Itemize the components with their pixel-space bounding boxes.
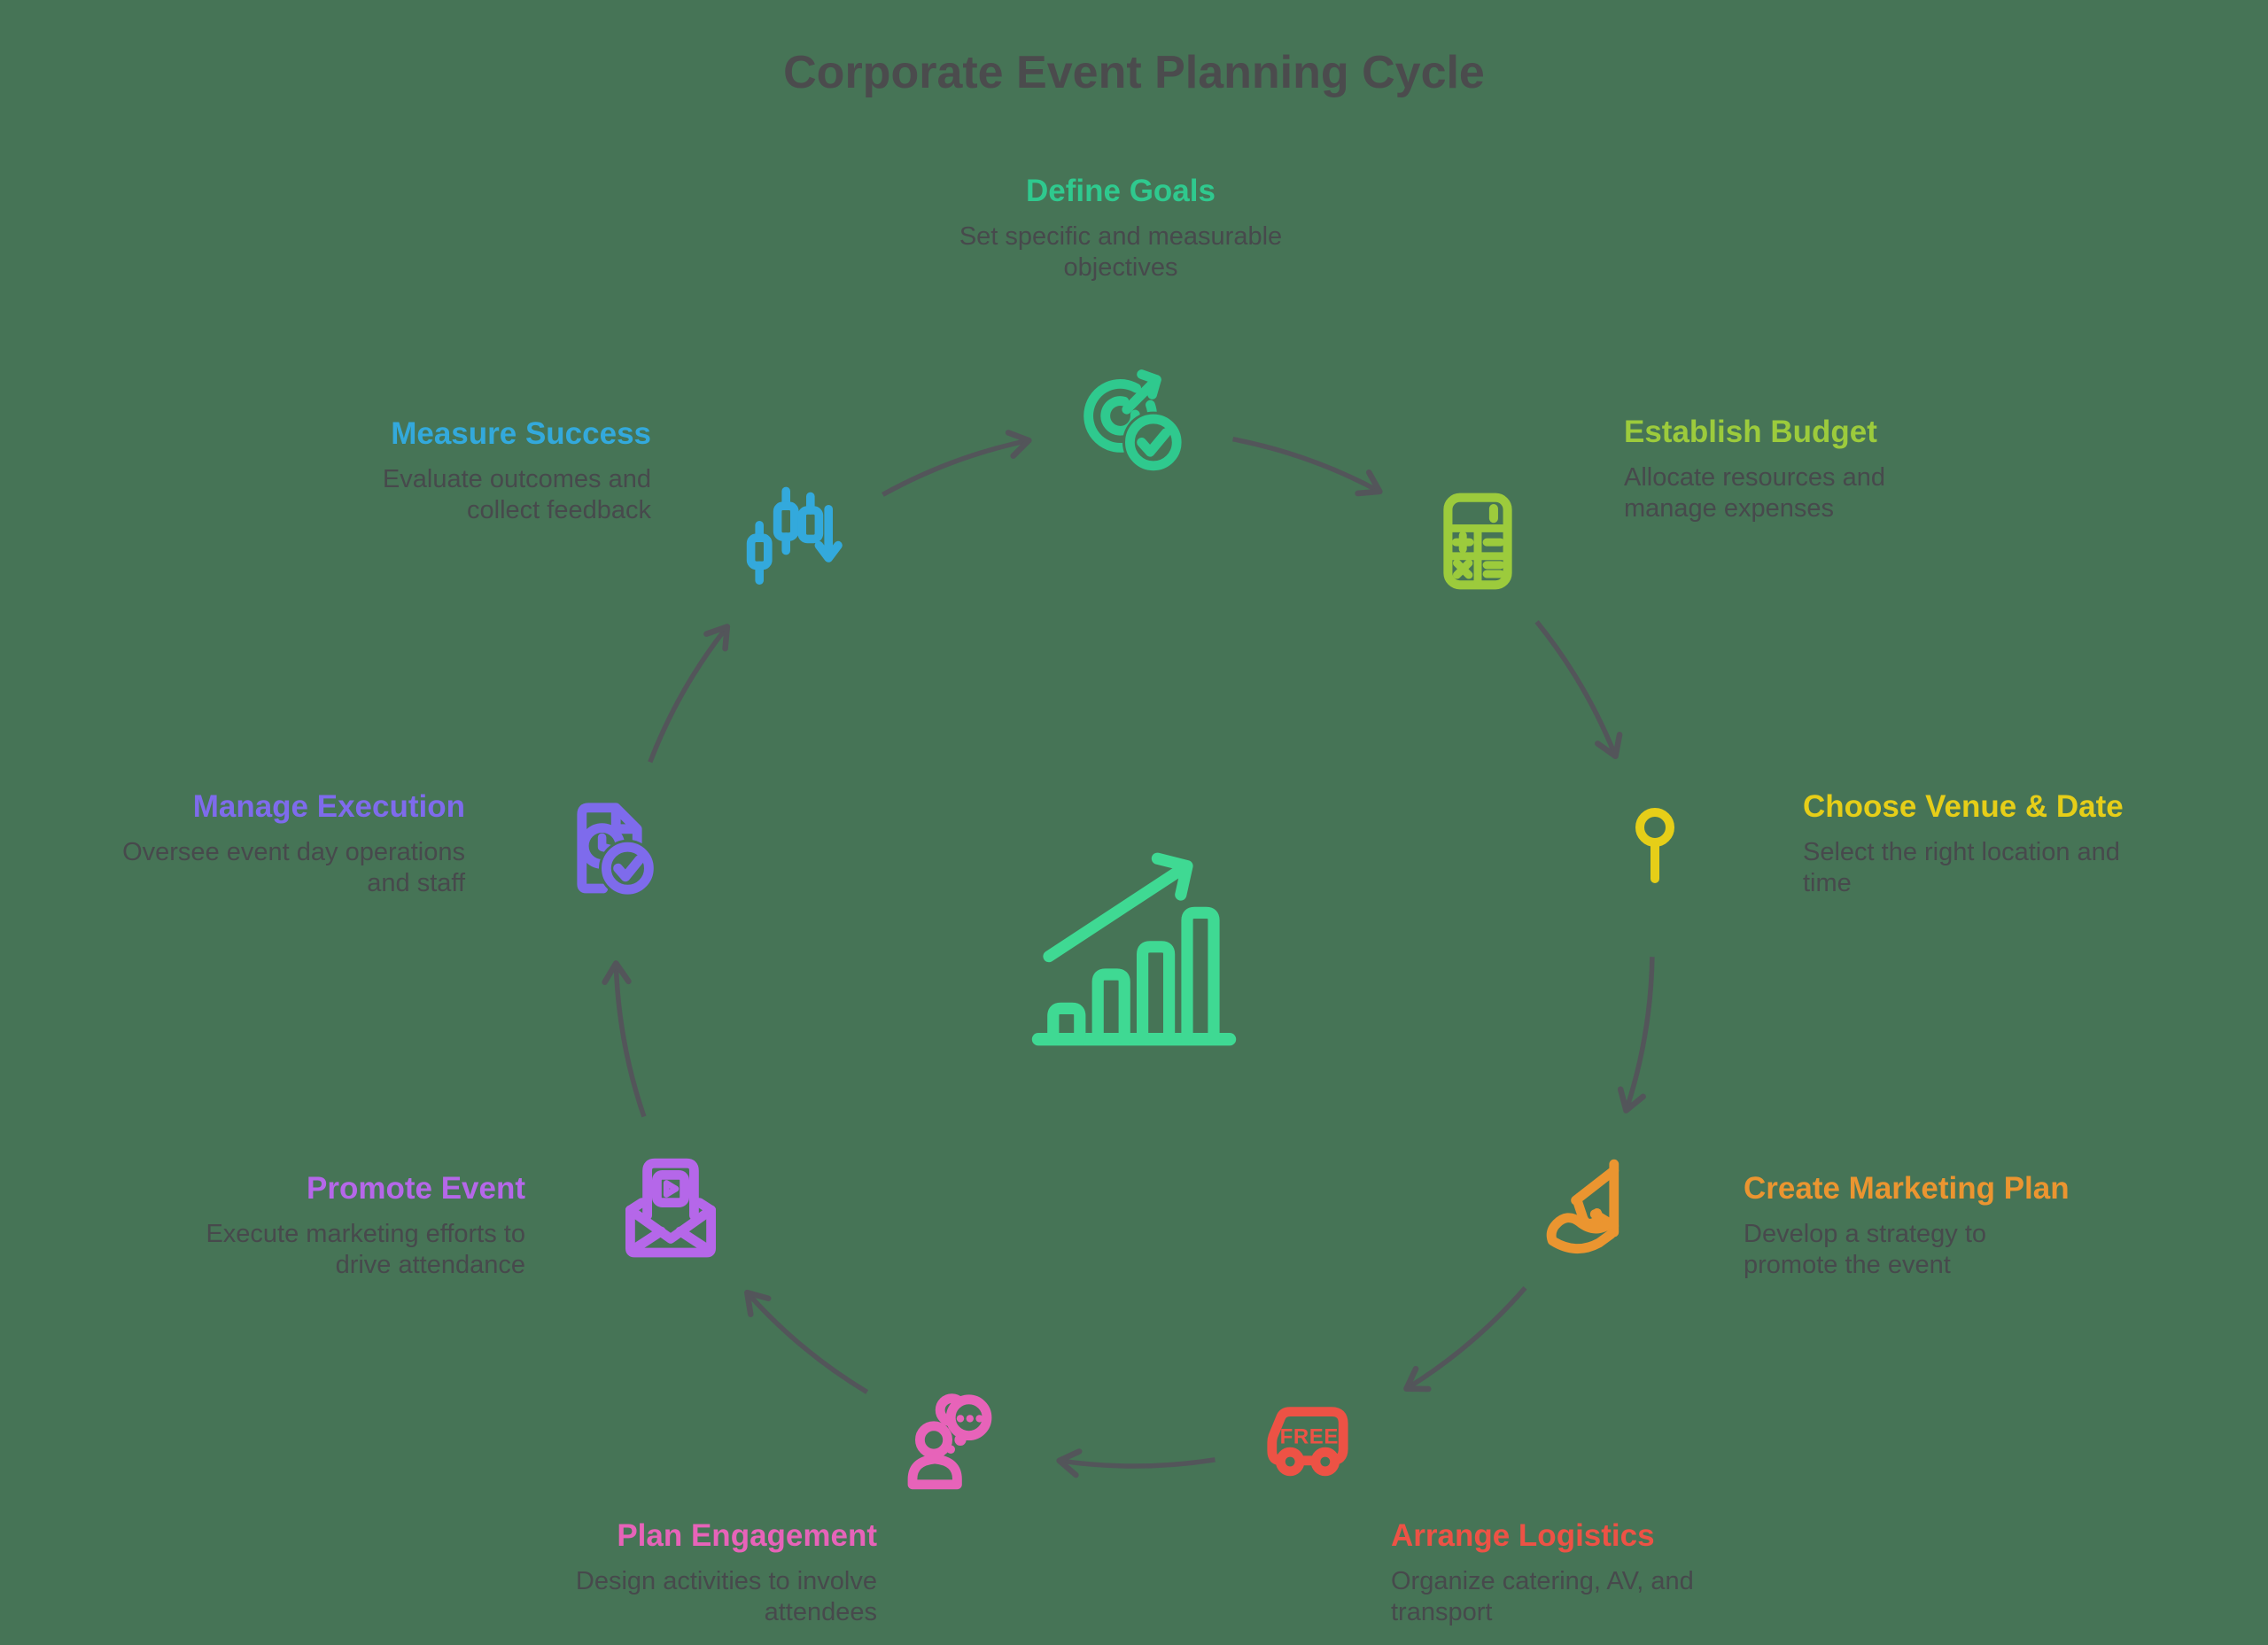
stage-description: Execute marketing efforts to drive atten…	[206, 1220, 525, 1279]
cycle-arrow-9	[882, 430, 1032, 497]
stage-promote-event: Promote Event Execute marketing efforts …	[65, 1171, 525, 1281]
stage-title: Arrange Logistics	[1391, 1518, 1655, 1553]
stage-description: Select the right location and time	[1803, 838, 2120, 897]
stage-description: Design activities to involve attendees	[575, 1567, 877, 1626]
cycle-arrow-2	[1534, 620, 1623, 759]
cycle-arrow-8	[648, 624, 731, 764]
delivery-truck-icon: FREE	[1257, 1387, 1363, 1494]
stage-description: Evaluate outcomes and collect feedback	[382, 465, 651, 524]
stage-choose-venue-date: Choose Venue & Date Select the right loc…	[1803, 789, 2219, 899]
calculator-icon	[1428, 492, 1527, 591]
stage-description: Oversee event day operations and staff	[122, 838, 465, 897]
cycle-arrow-7	[602, 960, 647, 1118]
stage-arrange-logistics: Arrange Logistics Organize catering, AV,…	[1391, 1518, 1798, 1628]
stage-title: Define Goals	[1026, 174, 1216, 208]
stage-title: Plan Engagement	[617, 1518, 877, 1553]
map-pin-icon	[1611, 800, 1699, 888]
truck-free-label: FREE	[1280, 1425, 1339, 1449]
stage-description: Allocate resources and manage expenses	[1624, 463, 1885, 523]
growth-chart-icon	[1028, 842, 1240, 1054]
page-title: Corporate Event Planning Cycle	[783, 47, 1485, 98]
stage-description: Develop a strategy to promote the event	[1744, 1220, 1987, 1279]
megaphone-hand-icon	[1546, 1158, 1652, 1264]
cycle-arrow-1	[1232, 437, 1383, 497]
stage-measure-success: Measure Success Evaluate outcomes and co…	[190, 416, 651, 526]
target-check-icon	[1080, 369, 1186, 477]
cycle-arrow-4	[1403, 1285, 1527, 1393]
stage-manage-execution: Manage Execution Oversee event day opera…	[4, 789, 465, 899]
stage-create-marketing-plan: Create Marketing Plan Develop a strategy…	[1744, 1171, 2151, 1281]
stage-description: Set specific and measurable objectives	[959, 222, 1283, 282]
stage-description: Organize catering, AV, and transport	[1391, 1567, 1694, 1626]
person-thought-bubble-icon	[902, 1390, 1008, 1496]
video-email-icon	[617, 1157, 724, 1263]
cycle-arrow-6	[744, 1289, 869, 1394]
stage-title: Choose Venue & Date	[1803, 789, 2124, 824]
candlestick-chart-icon	[737, 484, 843, 590]
stage-title: Promote Event	[307, 1171, 525, 1206]
cycle-arrow-3	[1617, 957, 1655, 1113]
stage-title: Manage Execution	[192, 789, 465, 824]
cycle-arrow-5	[1056, 1448, 1216, 1478]
document-clock-check-icon	[556, 793, 663, 899]
stage-establish-budget: Establish Budget Allocate resources and …	[1624, 415, 2031, 524]
stage-title: Create Marketing Plan	[1744, 1171, 2070, 1206]
stage-title: Measure Success	[391, 416, 651, 451]
stage-title: Establish Budget	[1624, 415, 1877, 449]
stage-plan-engagement: Plan Engagement Design activities to inv…	[416, 1518, 877, 1628]
stage-define-goals: Define Goals Set specific and measurable…	[890, 174, 1351, 283]
